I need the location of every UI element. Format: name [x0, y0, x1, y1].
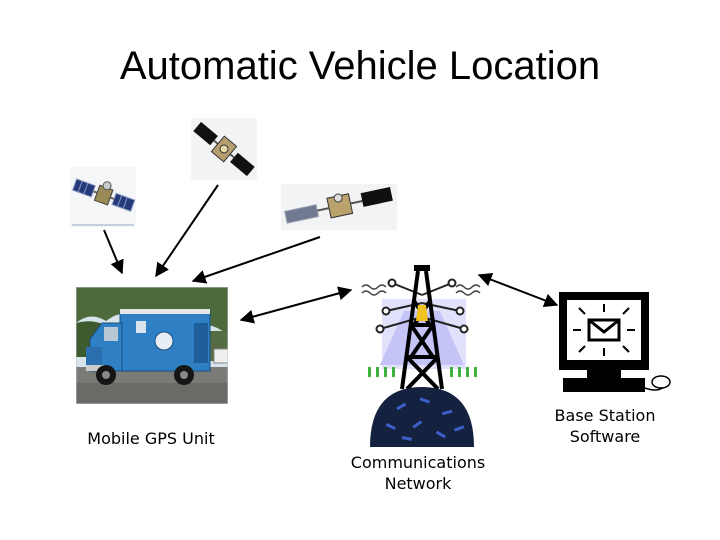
- slide-title: Automatic Vehicle Location: [119, 44, 601, 88]
- communications-network-label-line1: Communications: [350, 453, 486, 472]
- base-station-software-label: Base Station Software: [535, 405, 675, 447]
- satellite-3-icon: [281, 184, 397, 230]
- communications-network-label-line2: Network: [384, 474, 452, 493]
- mobile-gps-unit-photo: [76, 287, 228, 404]
- mobile-gps-unit-label-text: Mobile GPS Unit: [87, 429, 215, 448]
- mobile-gps-unit-label: Mobile GPS Unit: [66, 428, 236, 449]
- satellite-1-icon: [70, 167, 136, 227]
- computer-monitor-icon: [559, 292, 671, 392]
- edge-satellite-3-to-mobile-gps-unit: [191, 236, 321, 284]
- edge-satellite-2-to-mobile-gps-unit: [155, 184, 219, 278]
- communications-network-label: Communications Network: [330, 452, 506, 494]
- base-station-software-label-line1: Base Station: [554, 406, 656, 425]
- satellite-2-icon: [191, 118, 257, 180]
- base-station-software-label-line2: Software: [569, 427, 641, 446]
- edge-communications-network-base-station-software: [477, 272, 559, 308]
- edge-satellite-1-to-mobile-gps-unit: [103, 229, 124, 275]
- radio-tower-icon: [361, 265, 481, 447]
- edge-mobile-gps-unit-communications-network: [239, 286, 353, 324]
